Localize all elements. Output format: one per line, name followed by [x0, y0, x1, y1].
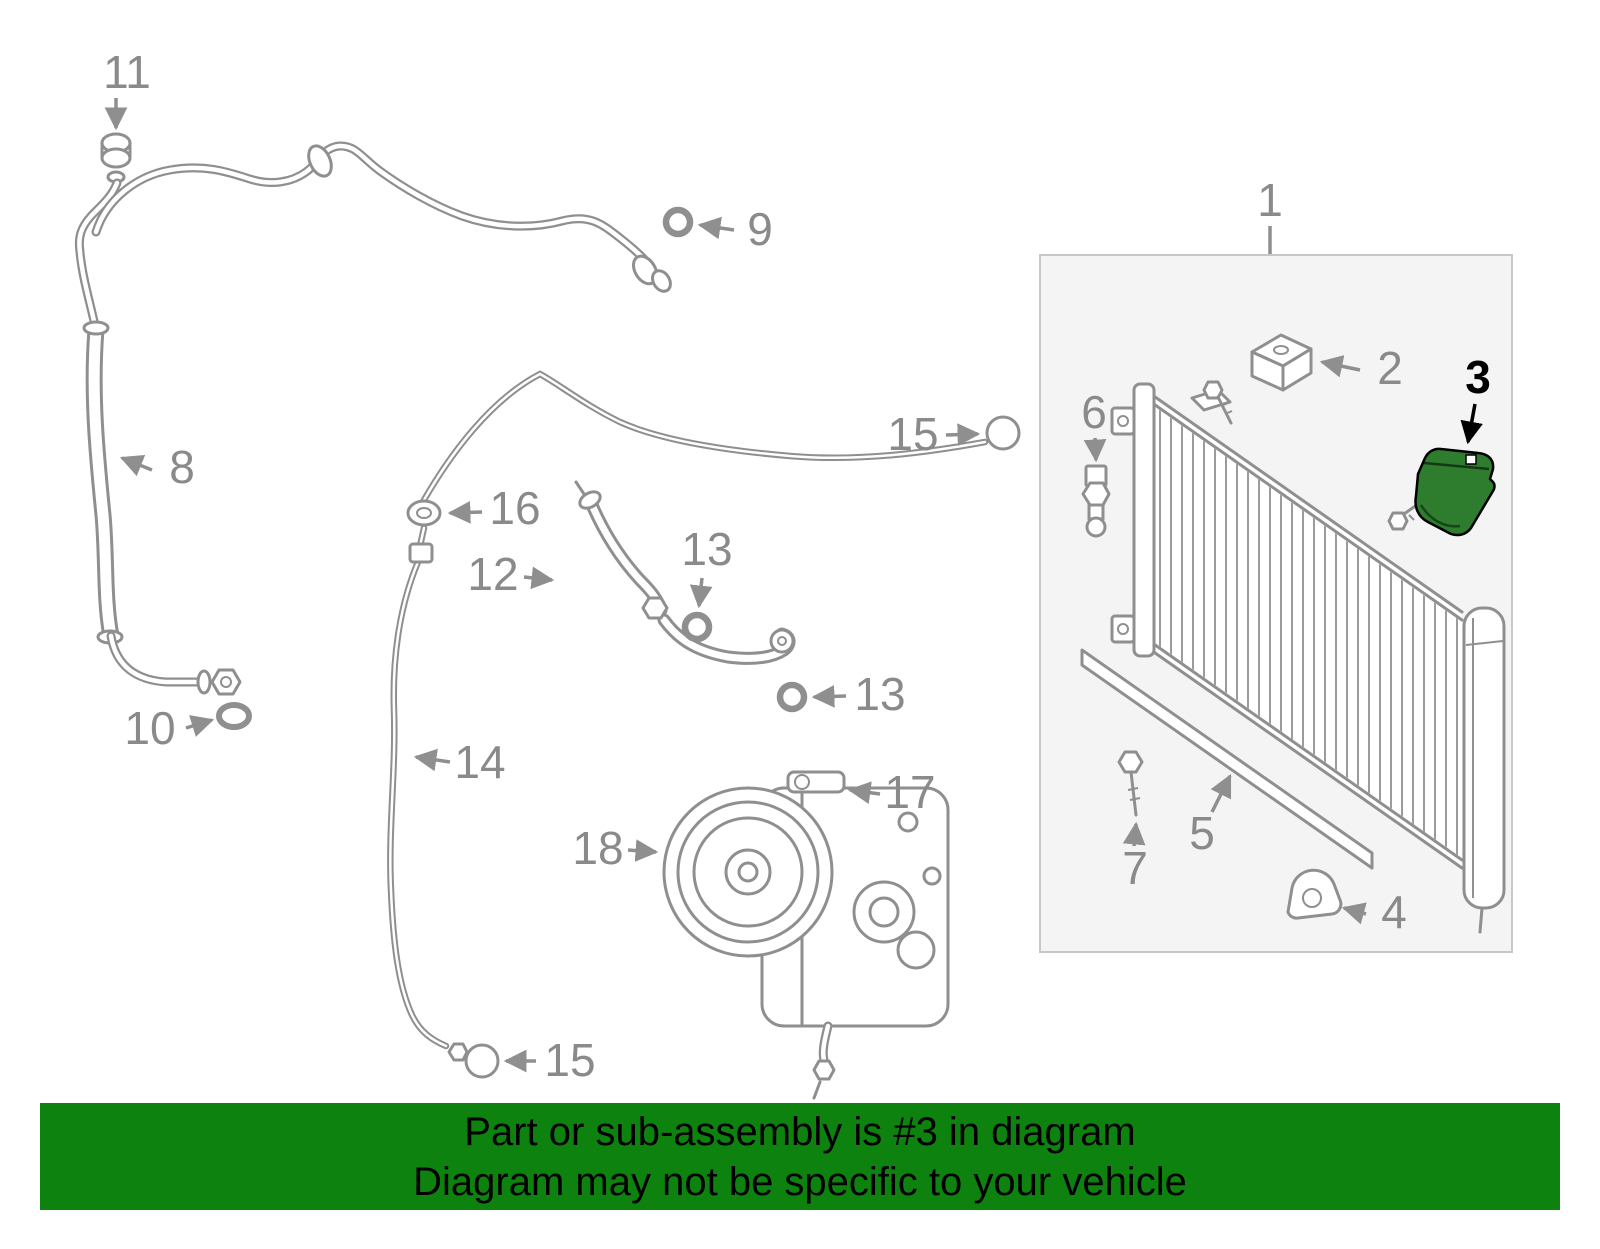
- callout-16-leader: [447, 500, 483, 524]
- line-end-fitting: [632, 254, 672, 293]
- compressor-bottom-fitting: [812, 1021, 836, 1100]
- callout-11: 11: [103, 46, 151, 131]
- highlight-banner: Part or sub-assembly is #3 in diagram Di…: [40, 1103, 1560, 1210]
- hose-12-eyelet: [769, 628, 795, 654]
- callout-4: 4: [1341, 886, 1407, 938]
- grommet-part-16: [406, 499, 442, 527]
- bolt-for-bracket-2: [1202, 380, 1233, 425]
- oring-part-9: [662, 206, 694, 238]
- callout-14-leader: [413, 748, 451, 772]
- cap-part-11: [100, 132, 132, 184]
- callout-3-leader: [1460, 403, 1483, 445]
- callout-9-label: 9: [747, 203, 773, 255]
- condenser-left-tab-lower: [1110, 614, 1136, 644]
- callout-13-lower: 13: [811, 668, 906, 720]
- callout-8-label: 8: [169, 441, 195, 493]
- oring-part-13-lower: [776, 681, 808, 713]
- compressor-top-port: [786, 770, 846, 794]
- callout-13-lower-label: 13: [854, 668, 905, 720]
- callout-12-label: 12: [467, 548, 518, 600]
- callout-7-leader: [1122, 821, 1146, 847]
- callout-12-leader: [523, 566, 555, 590]
- callout-9: 9: [697, 203, 773, 255]
- callout-2-leader: [1319, 355, 1361, 378]
- hose-8-end-nut: [210, 668, 242, 696]
- bracket-part-2: [1250, 333, 1313, 392]
- callout-13-upper: 13: [681, 523, 733, 609]
- line-coupling: [307, 144, 333, 178]
- callout-8-leader: [119, 455, 153, 477]
- callout-7: 7: [1122, 821, 1148, 894]
- callouts: 11 9 8 15 16 12 13 13: [103, 46, 1491, 1086]
- condenser-part-1: [1110, 382, 1506, 934]
- oring-part-15-bottom: [464, 1043, 500, 1079]
- bracket-3-notch: [1465, 454, 1477, 465]
- line-14-end-fitting: [447, 1042, 469, 1062]
- callout-13-upper-leader: [689, 577, 713, 609]
- callout-9-leader: [697, 216, 735, 240]
- line-14-bracket: [408, 542, 434, 564]
- callout-13-upper-label: 13: [681, 523, 732, 575]
- ac-line-part-14: [387, 370, 989, 1062]
- callout-5: 5: [1189, 773, 1232, 859]
- callout-18: 18: [572, 822, 659, 874]
- seal-strip-part-5: [1080, 648, 1374, 870]
- callout-4-leader: [1341, 902, 1367, 925]
- callout-10: 10: [124, 702, 215, 754]
- bolt-part-7: [1117, 750, 1144, 817]
- callout-3-label: 3: [1465, 351, 1491, 403]
- callout-5-label: 5: [1189, 807, 1215, 859]
- callout-14-label: 14: [454, 736, 505, 788]
- oring-part-13-upper: [681, 611, 713, 643]
- banner-line-2: Diagram may not be specific to your vehi…: [413, 1159, 1187, 1204]
- compressor-pulley: [662, 786, 834, 958]
- callout-15-top-label: 15: [887, 408, 938, 460]
- callout-15-top-leader: [945, 423, 981, 447]
- callout-4-label: 4: [1381, 886, 1407, 938]
- callout-17: 17: [847, 766, 936, 818]
- callout-16: 16: [447, 482, 541, 534]
- callout-6-leader: [1083, 437, 1107, 463]
- callout-10-leader: [185, 715, 215, 737]
- callout-6: 6: [1081, 386, 1107, 463]
- callout-16-label: 16: [489, 482, 540, 534]
- hose-part-12: [574, 480, 796, 665]
- hose-12-nut: [641, 596, 669, 620]
- callout-17-leader: [847, 781, 881, 804]
- callout-14: 14: [413, 736, 506, 788]
- callout-7-label: 7: [1122, 842, 1148, 894]
- bracket-part-3-highlighted: [1414, 447, 1496, 537]
- callout-17-label: 17: [884, 766, 935, 818]
- callout-8: 8: [119, 441, 195, 493]
- callout-5-leader: [1210, 773, 1232, 813]
- callout-2: 2: [1319, 342, 1403, 394]
- callout-12: 12: [467, 548, 555, 600]
- callout-1: 1: [1257, 174, 1283, 254]
- hose-part-8: [82, 320, 242, 696]
- callout-18-label: 18: [572, 822, 623, 874]
- ac-line-upper: [74, 141, 672, 335]
- banner-line-1: Part or sub-assembly is #3 in diagram: [464, 1109, 1136, 1154]
- callout-1-label: 1: [1257, 174, 1283, 226]
- callout-10-label: 10: [124, 702, 175, 754]
- callout-13-lower-leader: [811, 684, 847, 708]
- callout-11-label: 11: [103, 46, 151, 98]
- callout-15-top: 15: [887, 408, 981, 460]
- callout-18-leader: [627, 839, 659, 862]
- oring-part-15-top: [985, 415, 1021, 451]
- valve-part-6: [1081, 464, 1111, 538]
- oring-part-10: [216, 702, 252, 730]
- compressor-part-18: [662, 770, 950, 1100]
- condenser-receiver-tank: [1462, 606, 1506, 934]
- clip-part-4: [1286, 868, 1343, 920]
- callout-6-label: 6: [1081, 386, 1107, 438]
- condenser-left-tab-upper: [1110, 406, 1136, 436]
- callout-15-bottom: 15: [503, 1034, 596, 1086]
- callout-2-label: 2: [1377, 342, 1403, 394]
- callout-3-highlighted: 3: [1460, 351, 1491, 445]
- callout-15-bottom-label: 15: [544, 1034, 595, 1086]
